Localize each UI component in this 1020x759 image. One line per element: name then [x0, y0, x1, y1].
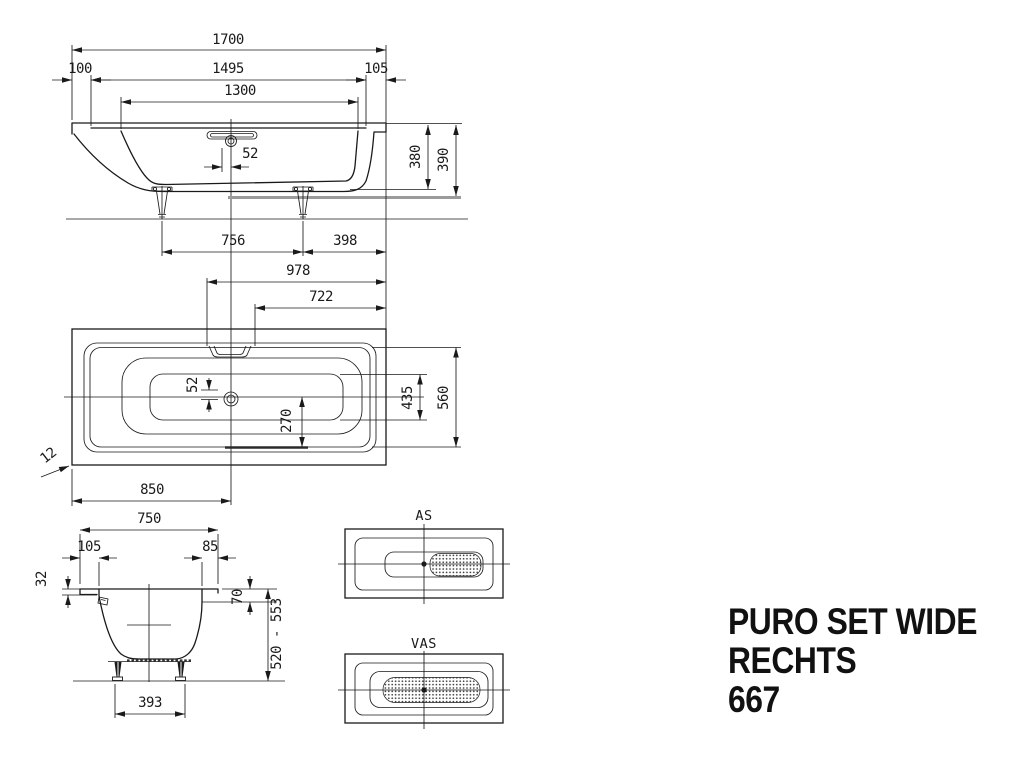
plan-rim-outer [83, 342, 377, 453]
as-outer-rect [344, 528, 504, 599]
overflow-hole [97, 596, 109, 606]
vas-drain-dot [421, 687, 427, 693]
dim-393: 393 [138, 695, 162, 711]
dim-12-leader [40, 465, 70, 478]
dim-978: 978 [286, 263, 310, 279]
dim-52-plan: 52 [185, 377, 201, 393]
as-view: AS [338, 508, 510, 604]
dim-70: 70 [230, 589, 246, 605]
vas-antislip-zone [382, 677, 481, 703]
as-bowl-rect [384, 551, 484, 578]
plan-extension-lines [71, 347, 461, 506]
foot-bracket [151, 186, 173, 220]
leg-centerlines [117, 662, 182, 677]
as-drain-dot [421, 561, 427, 567]
dim-100: 100 [68, 61, 92, 77]
product-name: PURO SET WIDE [728, 601, 977, 642]
foot-bolt [307, 186, 313, 192]
dim-85: 85 [202, 539, 218, 555]
overflow-grip-outer [206, 131, 258, 140]
side-extension-lines [71, 45, 462, 346]
dim-390: 390 [436, 148, 452, 172]
dim-850: 850 [140, 482, 164, 498]
as-label: AS [415, 508, 432, 524]
dim-398: 398 [333, 233, 357, 249]
dim-1300: 1300 [224, 83, 256, 99]
plan-outer-rect [71, 328, 387, 466]
dim-105: 105 [364, 61, 388, 77]
end-extension-lines [62, 534, 277, 718]
as-rim-rect [354, 537, 494, 591]
vas-view: VAS [338, 636, 510, 729]
vas-label: VAS [411, 636, 437, 652]
drain-circle-outer [225, 135, 237, 147]
dim-32: 32 [34, 571, 50, 587]
tub-foot-left [151, 186, 173, 220]
as-antislip-zone [429, 553, 482, 577]
vas-outer-rect [344, 653, 504, 724]
plan-view: 850 52 270 435 560 12 [37, 328, 461, 506]
foot-bolt [152, 186, 158, 192]
plan-drain-inner [226, 394, 236, 404]
dim-435: 435 [400, 386, 416, 410]
vas-bowl-rect [369, 671, 489, 708]
foot-bolt [293, 186, 299, 192]
foot-bolt [166, 186, 172, 192]
title-block: PURO SET WIDE RECHTS 667 [728, 602, 977, 719]
dim-1495: 1495 [212, 61, 244, 77]
dim-1700: 1700 [212, 32, 244, 48]
dim-560: 560 [436, 386, 452, 410]
dim-750: 750 [137, 511, 161, 527]
vas-rim-rect [354, 662, 494, 716]
plan-bowl-top [121, 357, 363, 435]
dim-756: 756 [221, 233, 245, 249]
dim-722: 722 [309, 289, 333, 305]
foot-bracket [292, 186, 314, 220]
grip-recess [208, 345, 252, 358]
dim-105-end: 105 [77, 539, 101, 555]
foot-pad-left [112, 676, 123, 681]
dim-270: 270 [279, 409, 295, 433]
dim-520-553: 520 - 553 [269, 598, 285, 669]
product-model-number: 667 [728, 679, 780, 720]
side-elevation-view: 1700 1495 100 105 1300 52 756 398 978 72… [52, 32, 468, 346]
dim-380: 380 [408, 145, 424, 169]
dim-12: 12 [37, 445, 59, 467]
product-variant: RECHTS [728, 640, 857, 681]
dim-52-side: 52 [242, 146, 258, 162]
overflow-grip-inner [210, 133, 254, 138]
plan-bowl-bottom [149, 373, 344, 421]
end-centerlines [127, 584, 171, 682]
tub-foot-right [292, 186, 314, 220]
foot-pad-right [175, 676, 186, 681]
drain-circle-inner [227, 137, 235, 145]
end-section-view: 750 105 85 32 70 520 - 553 393 [34, 511, 285, 718]
plan-drain-outer [223, 391, 239, 407]
